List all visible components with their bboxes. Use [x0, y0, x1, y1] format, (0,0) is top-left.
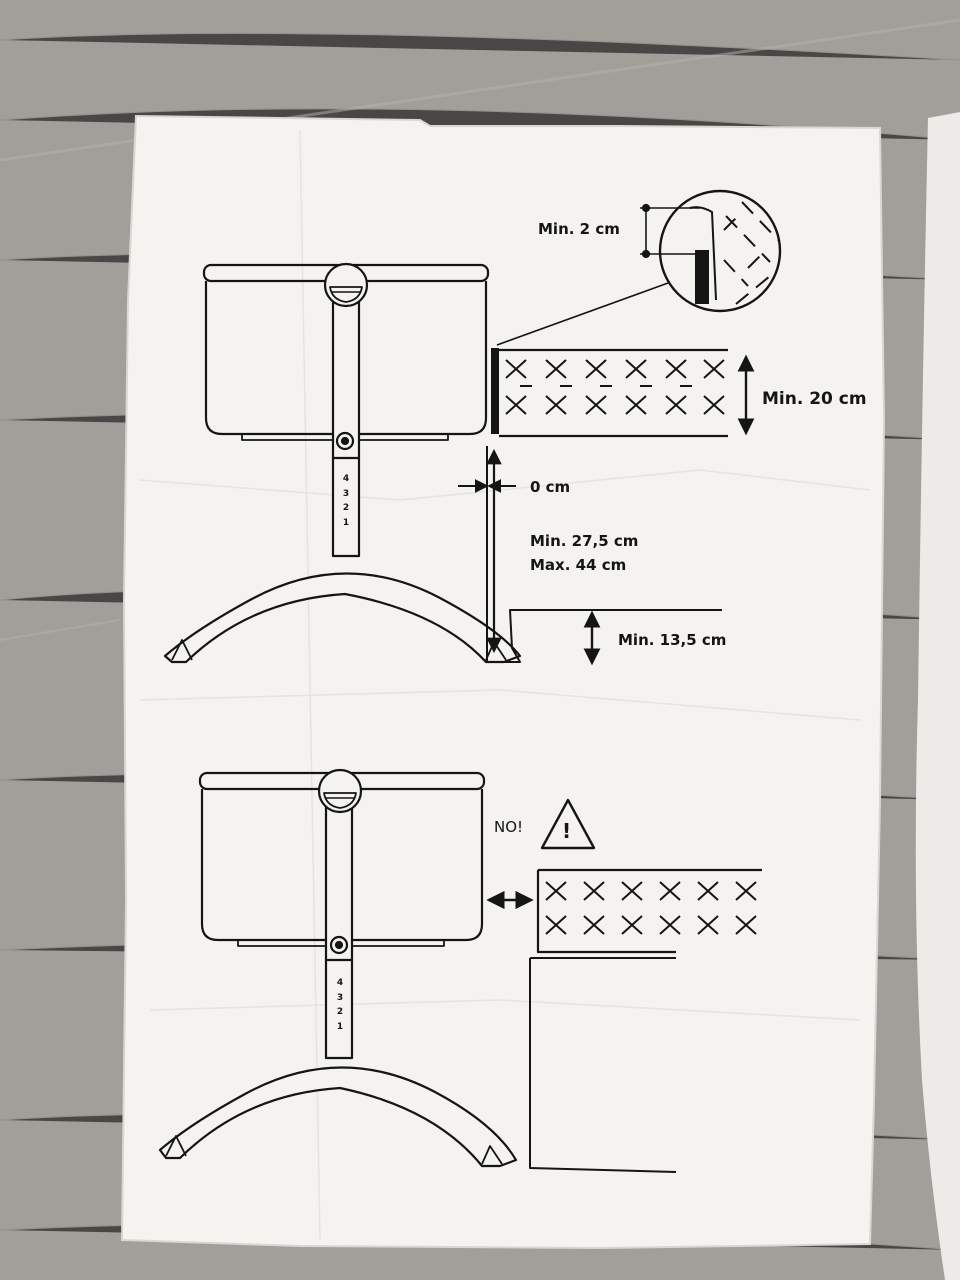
height-step: 3 — [342, 488, 350, 499]
clearance-label: Min. 13,5 cm — [618, 631, 727, 649]
bed-frame — [529, 957, 677, 1173]
diagram-correct-setup — [163, 189, 782, 666]
mattress-edge — [491, 348, 499, 434]
crib-base-arch — [158, 1066, 518, 1168]
diagram-incorrect-setup — [158, 768, 762, 1173]
zero-gap-label: 0 cm — [530, 478, 571, 496]
crib-leg — [324, 796, 354, 1060]
hinge-knob — [323, 262, 369, 308]
mattress-quilt — [505, 359, 725, 415]
height-scale: 4 3 2 1 — [334, 976, 346, 1034]
warning-label: NO! — [494, 818, 524, 836]
warning-triangle-icon — [540, 798, 596, 850]
height-step: 4 — [336, 978, 344, 988]
bed-height-max-label: Max. 44 cm — [530, 556, 627, 574]
height-step: 4 — [342, 474, 350, 484]
height-step: 1 — [336, 1021, 344, 1032]
warning-symbol: ! — [562, 819, 572, 843]
height-step: 2 — [342, 503, 350, 513]
detail-leader — [496, 282, 669, 346]
height-step: 2 — [336, 1007, 344, 1017]
crib-base-arch — [163, 572, 522, 664]
mattress — [499, 348, 728, 438]
height-step: 1 — [342, 517, 350, 528]
height-scale: 4 3 2 1 — [340, 472, 352, 530]
mattress — [536, 868, 762, 954]
detail-magnifier — [658, 189, 782, 313]
height-step: 3 — [336, 992, 344, 1003]
gap-label: Min. 2 cm — [538, 220, 620, 238]
bed-frame — [486, 446, 722, 663]
mattress-quilt — [545, 881, 757, 935]
mattress-height-label: Min. 20 cm — [762, 389, 867, 409]
hinge-knob — [317, 768, 363, 814]
bed-height-min-label: Min. 27,5 cm — [530, 532, 639, 550]
